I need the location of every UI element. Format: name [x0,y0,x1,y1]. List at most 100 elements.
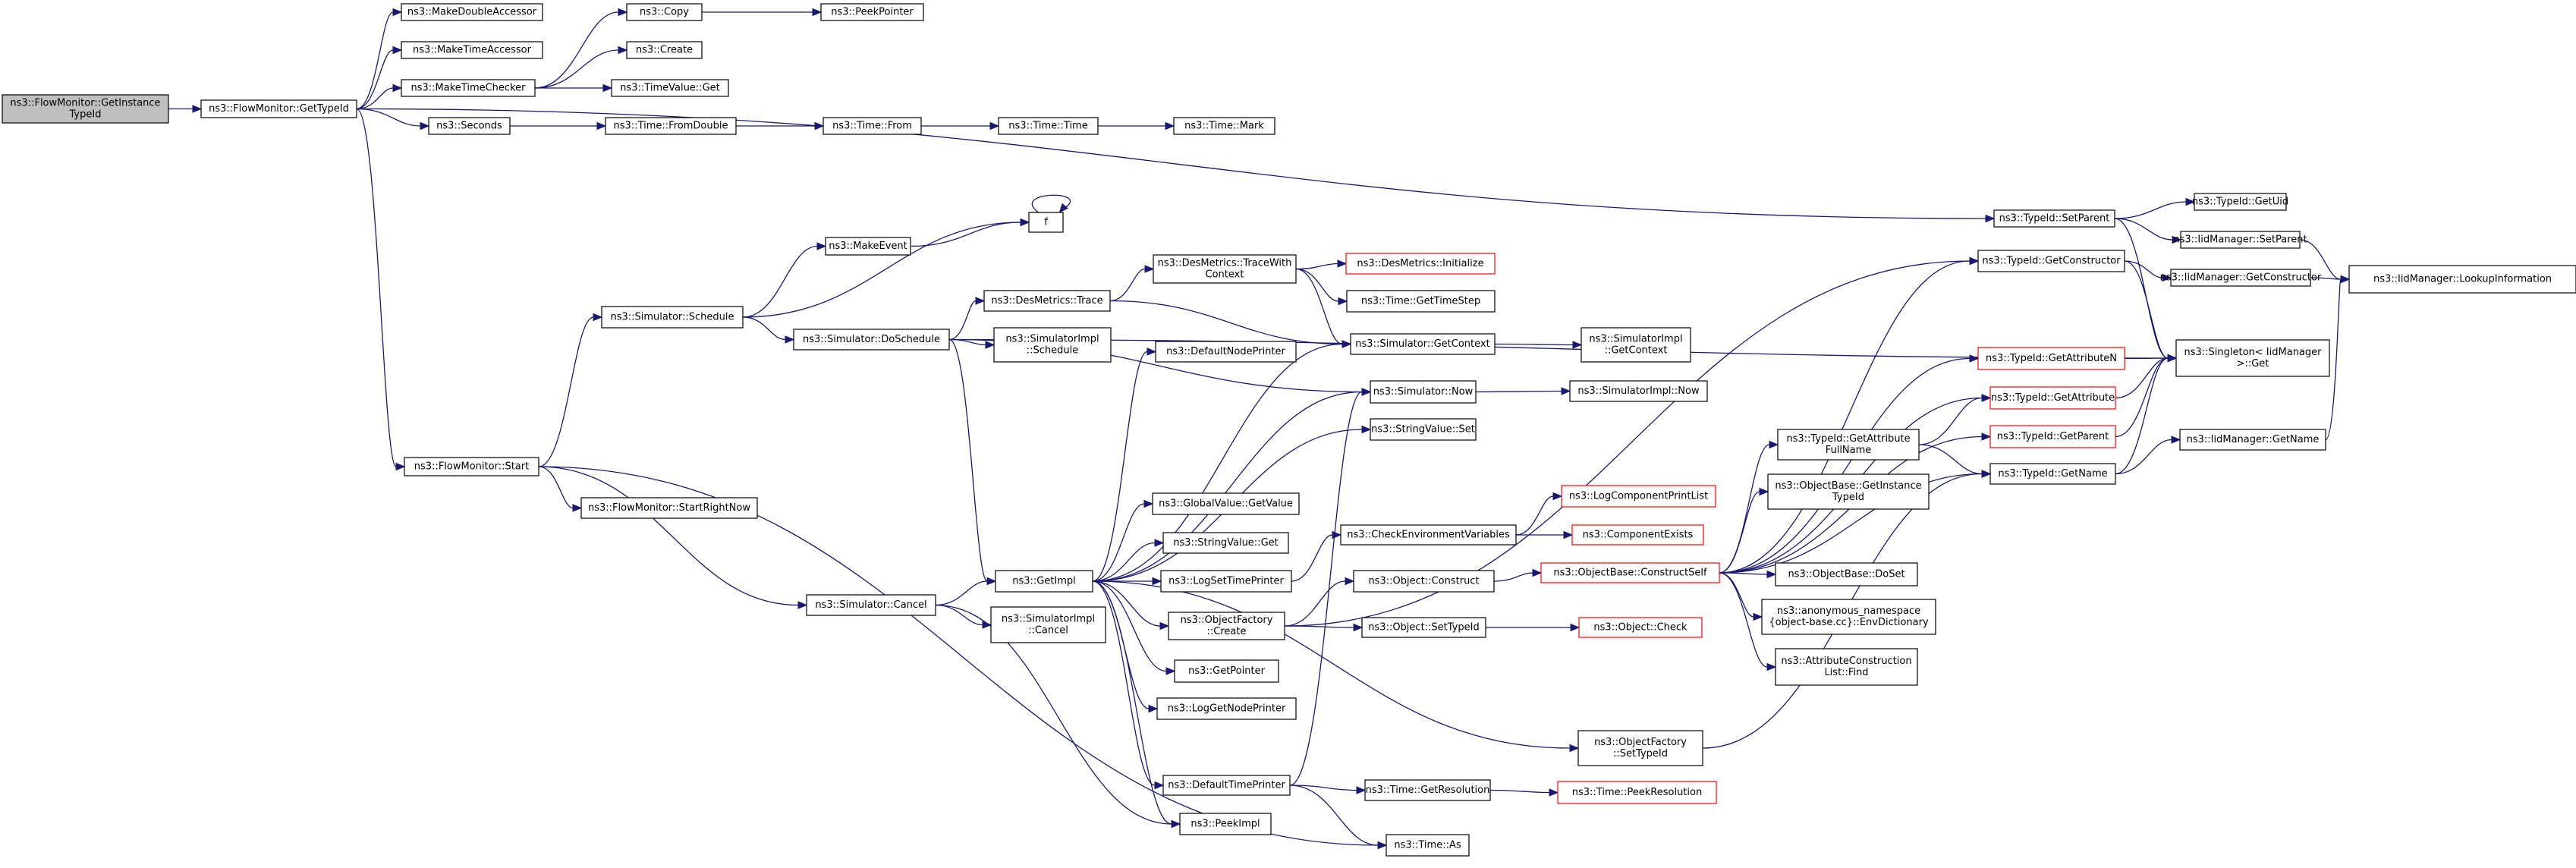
function-node[interactable]: ns3::Time::GetTimeStep [1346,290,1496,313]
function-node[interactable]: ns3::Simulator::Now [1370,380,1477,404]
node-box [1989,463,2116,485]
function-node[interactable]: ns3::SimulatorImpl::Now [1569,380,1708,402]
node-box [995,570,1093,593]
call-edge-n31-n32 [1494,341,1583,349]
node-label: ns3::TypeId::GetConstructor [1982,256,2121,267]
function-node[interactable]: ns3::Simulator::Schedule [601,306,744,329]
node-label: ns3::ObjectFactory [1594,737,1687,748]
call-edge-n39-n35 [1918,394,1992,445]
function-node[interactable]: ns3::GetPointer [1174,659,1279,683]
function-node[interactable]: ns3::MakeTimeAccessor [401,41,543,59]
node-label: TypeId [1832,492,1864,503]
function-node[interactable]: ns3::GetImpl [995,570,1093,593]
call-edge-n4-n9 [534,83,613,93]
function-node[interactable]: ns3::ObjectFactory::SetTypeId [1577,730,1703,766]
node-box [1777,429,1920,461]
function-node[interactable]: ns3::DefaultNodePrinter [1155,341,1297,363]
function-node[interactable]: ns3::MakeDoubleAccessor [401,3,543,21]
call-edge-n53-n34 [1719,354,1980,574]
function-node[interactable]: ns3::Object::Check [1578,617,1703,638]
function-node[interactable]: ns3::Object::Construct [1353,570,1495,593]
node-box [626,41,703,59]
call-edge-n41-n18 [2325,275,2351,441]
node-box [1767,473,1930,510]
function-node[interactable]: ns3::DesMetrics::Trace [983,290,1111,312]
function-node[interactable]: ns3::TypeId::GetConstructor [1977,250,2125,272]
function-node[interactable]: ns3::Time::PeekResolution [1557,781,1717,804]
function-node[interactable]: ns3::ObjectBase::ConstructSelf [1540,562,1720,583]
node-box [2175,339,2330,377]
function-node[interactable]: ns3::FlowMonitor::StartRightNow [580,497,758,519]
function-node[interactable]: ns3::Time::From [822,117,922,135]
function-node[interactable]: ns3::StringValue::Get [1162,532,1289,554]
function-node[interactable]: ns3::TimeValue::Get [611,79,729,97]
function-node[interactable]: ns3::LogGetNodePrinter [1156,697,1297,720]
function-node[interactable]: ns3::Time::Time [998,117,1099,135]
call-edge-n65-n69 [1289,785,1388,850]
node-box [1577,730,1703,766]
node-label: ns3::Object::SetTypeId [1368,622,1479,634]
function-node[interactable]: ns3::Create [626,41,703,59]
call-edge-n51-n48 [1291,530,1342,582]
function-node[interactable]: ns3::DefaultTimePrinter [1162,775,1291,796]
function-node[interactable]: ns3::Object::SetTypeId [1361,617,1486,638]
function-node[interactable]: ns3::TypeId::GetParent [1989,425,2116,448]
function-node[interactable]: ns3::SimulatorImpl::GetContext [1581,327,1691,363]
call-edge-n6-n23 [538,313,603,467]
function-node[interactable]: ns3::TypeId::GetAttributeN [1977,347,2125,370]
call-edge-n50-n31 [1092,340,1352,582]
function-node[interactable]: ns3::Simulator::GetContext [1350,333,1496,355]
function-node[interactable]: ns3::Singleton< IidManager >::Get [2175,339,2330,377]
function-node[interactable]: ns3::LogComponentPrintList [1561,485,1716,508]
node-label: ns3::FlowMonitor::GetTypeId [209,103,349,115]
function-node[interactable]: ns3::MakeTimeChecker [401,79,536,97]
function-node[interactable]: f [1028,212,1064,233]
function-node[interactable]: ns3::Time::GetResolution [1364,779,1491,801]
function-node[interactable]: ns3::SimulatorImpl::Cancel [990,606,1106,643]
function-node[interactable]: ns3::ObjectFactory::Create [1168,612,1285,640]
node-box [822,117,922,135]
node-label: ns3::Object::Check [1593,622,1687,634]
function-node[interactable]: ns3::Seconds [428,117,511,135]
node-box [401,41,543,59]
function-node[interactable]: ns3::IidManager::GetName [2179,429,2326,451]
function-node[interactable]: ns3::PeekPointer [820,3,924,21]
function-node[interactable]: ns3::Time::FromDouble [605,117,737,135]
function-node[interactable]: ns3::StringValue::Set [1370,418,1477,441]
call-edge-n21-n21 [1031,194,1071,214]
function-node[interactable]: ns3::Simulator::DoSchedule [793,329,950,351]
function-node[interactable]: ns3::DesMetrics::Initialize [1345,253,1496,275]
function-node[interactable]: ns3::TypeId::SetParent [1993,209,2115,228]
function-node[interactable]: ns3::IidManager::SetParent [2173,231,2307,249]
function-node[interactable]: ns3::IidManager::GetConstructor [2160,269,2322,287]
function-node[interactable]: ns3::Time::As [1386,834,1470,857]
function-node[interactable]: ns3::ObjectBase::DoSet [1775,562,1918,587]
function-node[interactable]: ns3::Copy [626,3,703,21]
function-node[interactable]: ns3::LogSetTimePrinter [1160,570,1292,593]
function-node[interactable]: ns3::IidManager::LookupInformation [2348,265,2576,294]
function-node[interactable]: ns3::FlowMonitor::Start [404,457,539,476]
function-node[interactable]: ns3::Simulator::Cancel [806,594,936,616]
function-node[interactable]: ns3::CheckEnvironmentVariables [1340,524,1517,546]
function-node[interactable]: ns3::anonymous_namespace{object-base.cc}… [1761,599,1936,635]
function-node[interactable]: ns3::GlobalValue::GetValue [1152,492,1300,515]
node-label: ns3::MakeTimeChecker [411,83,527,94]
function-node[interactable]: ns3::FlowMonitor::GetTypeId [200,99,357,118]
function-node[interactable]: ns3::ComponentExists [1571,524,1704,546]
node-label: ns3::SimulatorImpl [1002,614,1095,625]
function-node[interactable]: ns3::PeekImpl [1179,813,1272,835]
function-node[interactable]: ns3::SimulatorImpl::Schedule [993,327,1112,363]
function-node[interactable]: ns3::TypeId::GetUid [2192,193,2288,211]
node-label: ns3::LogSetTimePrinter [1168,576,1284,587]
function-node[interactable]: ns3::TypeId::GetName [1989,463,2116,485]
function-node[interactable]: ns3::MakeEvent [825,237,911,256]
function-node[interactable]: ns3::Time::Mark [1173,117,1275,135]
function-node[interactable]: ns3::TypeId::GetAttribute [1989,386,2116,410]
node-box [626,3,703,21]
